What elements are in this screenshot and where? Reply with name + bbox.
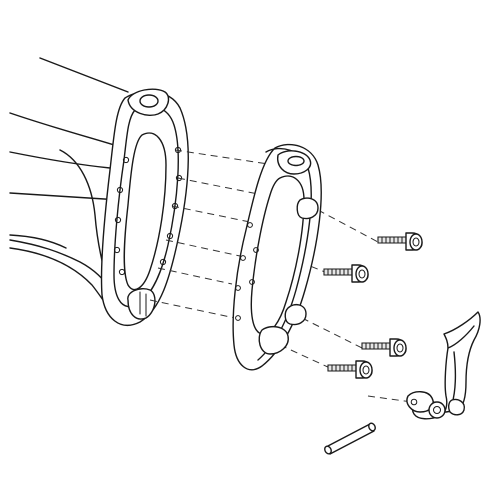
pin-shaft — [325, 423, 375, 455]
lever-edge — [447, 325, 475, 349]
pin-tip — [324, 445, 332, 455]
housing-top-edge — [39, 57, 129, 93]
ring-top-boss — [277, 150, 312, 175]
screw — [323, 264, 369, 283]
alignment-lines — [149, 149, 413, 403]
flange-bottom-boss — [127, 288, 156, 320]
pin — [324, 422, 376, 455]
housing-ridge-1 — [9, 151, 111, 169]
housing-body — [9, 57, 189, 326]
flange-opening — [123, 132, 167, 291]
screw — [377, 232, 423, 251]
housing-end-flange — [100, 90, 189, 326]
ring-lower-tab — [284, 303, 307, 326]
ring-holes — [235, 222, 259, 321]
flange-top-hole — [139, 94, 159, 108]
grip-panel-lower — [9, 239, 113, 293]
screw — [361, 338, 407, 357]
lever-tip — [447, 398, 466, 416]
pin-end — [368, 422, 376, 432]
housing-upper-edge — [9, 112, 131, 151]
lever-knuckle-hole — [433, 406, 441, 414]
ring-top-slot — [287, 155, 305, 167]
housing-ridge-2 — [9, 192, 121, 201]
latch-lever — [406, 311, 481, 420]
grip-groove — [9, 234, 67, 249]
ring-upper-tab — [296, 197, 319, 220]
lever-pivot-hole — [410, 398, 418, 406]
flange-top-boss — [127, 88, 170, 117]
ring-bottom-boss — [258, 325, 289, 355]
flange-bottom-slot — [139, 291, 147, 317]
mounting-ring — [232, 143, 322, 371]
lever-knuckle — [428, 401, 446, 419]
screw — [327, 360, 373, 379]
